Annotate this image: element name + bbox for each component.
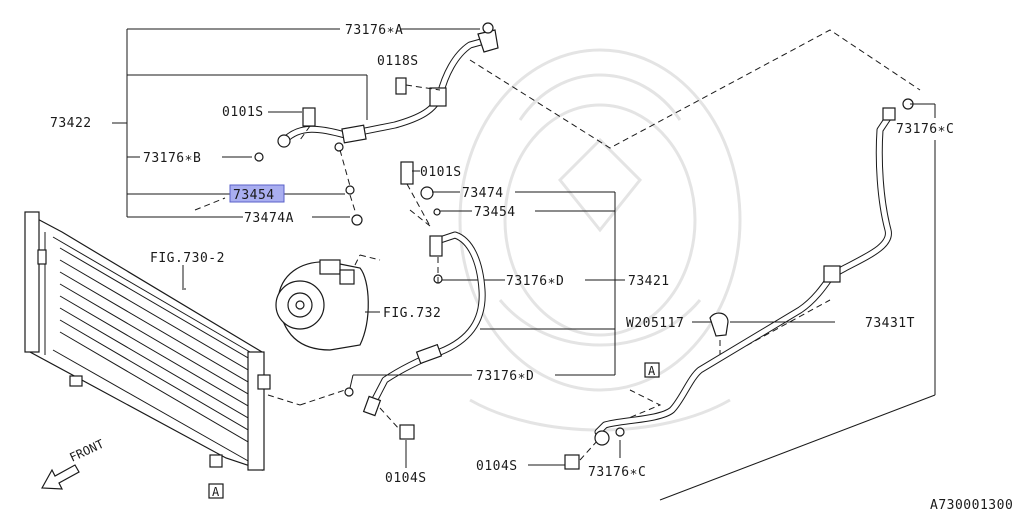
label-73422[interactable]: 73422 (50, 116, 92, 131)
label-fig730-2[interactable]: FIG.730-2 (150, 251, 225, 266)
bolt-0104s-right (564, 439, 599, 470)
diagram-code: A730001300 (930, 498, 1013, 512)
bolt-0118s (395, 77, 441, 95)
svg-text:FRONT: FRONT (67, 437, 106, 465)
label-0118s[interactable]: 0118S (377, 54, 419, 69)
bracket-73176c (528, 103, 936, 501)
condenser (24, 211, 346, 471)
label-0101s-mid[interactable]: 0101S (420, 165, 462, 180)
label-73176d-bottom[interactable]: 73176∗D (476, 369, 534, 384)
label-73176b[interactable]: 73176∗B (143, 151, 201, 166)
compressor (275, 254, 381, 351)
svg-text:A: A (212, 485, 220, 499)
label-73474[interactable]: 73474 (462, 186, 504, 201)
label-73454[interactable]: 73454 (474, 205, 516, 220)
bracket-73421 (440, 191, 625, 376)
label-73421[interactable]: 73421 (628, 274, 670, 289)
label-73474a[interactable]: 73474A (244, 211, 294, 226)
pipe-73431t (594, 98, 914, 446)
section-marker-bottom: A (208, 483, 224, 499)
bolt-0101s-top (299, 107, 316, 141)
lower-hose (344, 186, 486, 417)
label-73176d-top[interactable]: 73176∗D (506, 274, 564, 289)
bolt-0104s-left (379, 407, 415, 440)
label-73454-highlighted[interactable]: 73454 (233, 188, 275, 203)
label-fig732[interactable]: FIG.732 (383, 306, 441, 321)
highlight-73454 (229, 184, 285, 203)
label-73176a[interactable]: 73176∗A (345, 23, 403, 38)
bracket-73422 (112, 28, 480, 218)
label-0104s-right[interactable]: 0104S (476, 459, 518, 474)
label-73176c-bottom[interactable]: 73176∗C (588, 465, 646, 480)
front-direction-arrow: FRONT (41, 437, 106, 490)
label-0101s-top[interactable]: 0101S (222, 105, 264, 120)
condenser-fins (59, 247, 256, 447)
svg-text:A: A (648, 364, 656, 378)
section-marker-top: A (644, 362, 660, 378)
label-73176c-right[interactable]: 73176∗C (896, 122, 954, 137)
label-73431t[interactable]: 73431T (865, 316, 915, 331)
dashed-guides (194, 29, 921, 426)
bolt-0101s-mid (400, 161, 431, 227)
upper-hose (254, 22, 499, 226)
label-0104s-left[interactable]: 0104S (385, 471, 427, 486)
label-w205117[interactable]: W205117 (626, 316, 684, 331)
